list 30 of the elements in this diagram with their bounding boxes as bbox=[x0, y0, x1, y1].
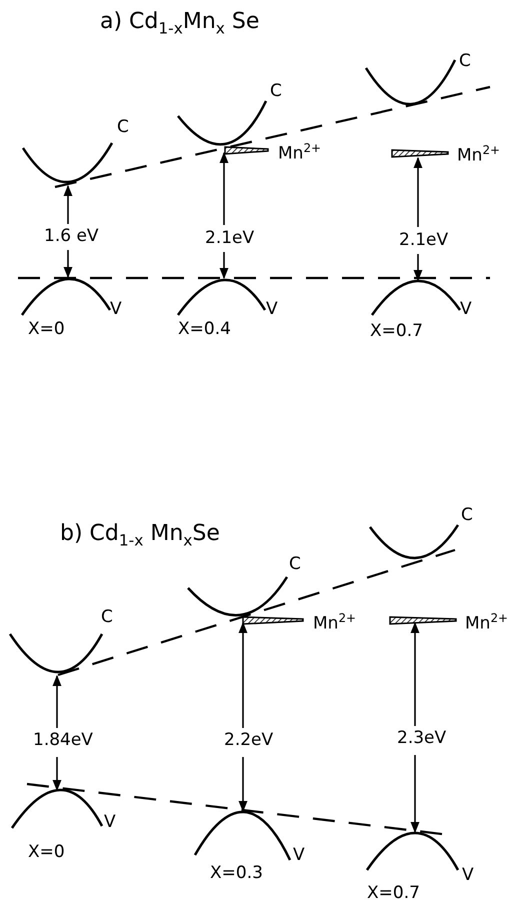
energy-value: 2.2eV bbox=[224, 731, 274, 750]
composition-label: X=0.4 bbox=[178, 320, 231, 339]
panel-heading: a) Cd$_{1-x}$Mn$_{x}$ Se bbox=[100, 10, 260, 38]
band-label: C bbox=[461, 506, 473, 525]
panel-heading: b) Cd$_{1-x}$ Mn$_{x}$Se bbox=[60, 522, 220, 550]
composition-label: X=0.7 bbox=[370, 322, 423, 341]
band-label: C bbox=[101, 608, 113, 627]
band-label: V bbox=[266, 300, 278, 319]
energy-value: 2.1eV bbox=[399, 231, 448, 250]
composition-label: X=0.7 bbox=[367, 884, 420, 903]
energy-value: 1.84eV bbox=[33, 731, 93, 750]
level-label: Mn$^{2+}$ bbox=[278, 142, 321, 164]
band-label: V bbox=[110, 300, 122, 319]
band-label: V bbox=[293, 846, 305, 865]
band-label: C bbox=[270, 82, 282, 101]
level-label: Mn$^{2+}$ bbox=[313, 612, 356, 634]
band-label: C bbox=[117, 118, 129, 137]
band-label: V bbox=[104, 813, 116, 832]
energy-value: 2.1eV bbox=[205, 229, 254, 248]
band-label: C bbox=[289, 555, 301, 574]
level-label: Mn$^{2+}$ bbox=[465, 612, 508, 634]
energy-value: 2.3eV bbox=[397, 729, 446, 748]
band-label: C bbox=[459, 52, 471, 71]
composition-label: X=0.3 bbox=[210, 864, 263, 883]
level-label: Mn$^{2+}$ bbox=[457, 144, 500, 166]
composition-label: X=0 bbox=[28, 843, 65, 862]
band-label: V bbox=[460, 300, 472, 319]
band-label: V bbox=[462, 866, 474, 885]
composition-label: X=0 bbox=[28, 320, 65, 339]
energy-value: 1.6 eV bbox=[44, 227, 99, 246]
